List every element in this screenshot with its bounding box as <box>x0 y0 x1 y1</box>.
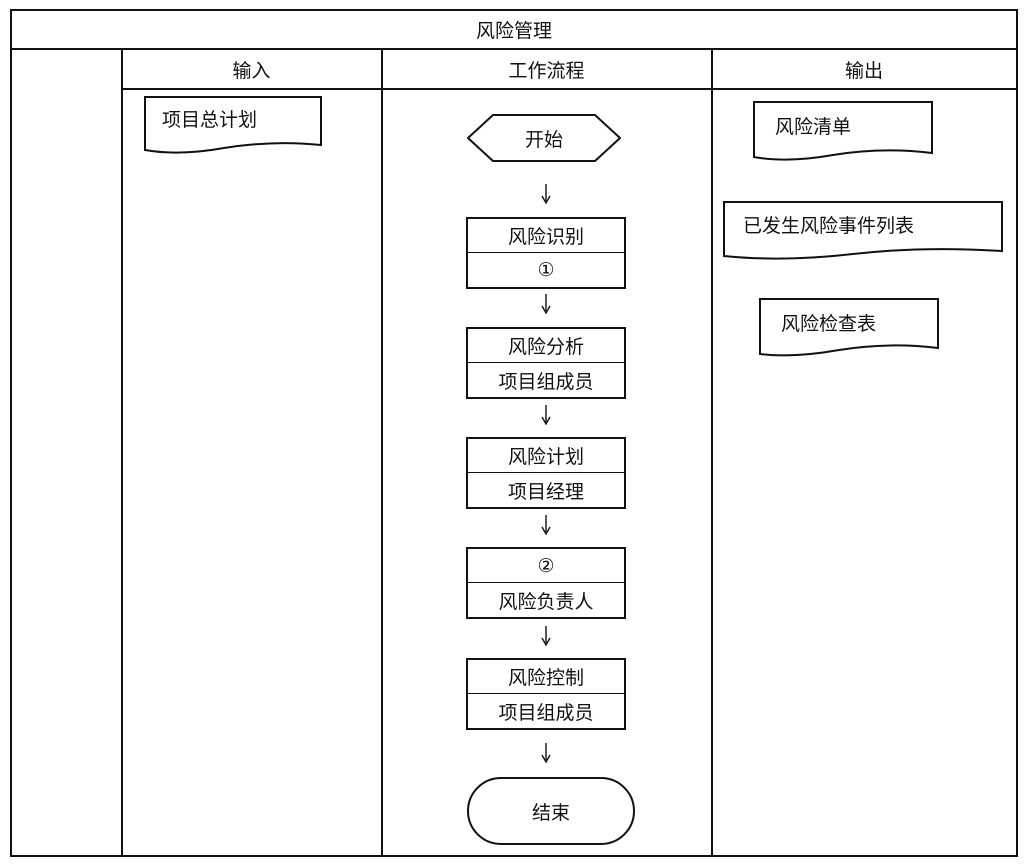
step-name: 风险计划 <box>468 439 624 473</box>
start-label: 开始 <box>524 128 563 151</box>
output-document-label: 已发生风险事件列表 <box>743 214 915 237</box>
output-document-risk-checklist: 风险检查表 <box>759 298 939 360</box>
step-name: ② <box>468 549 624 583</box>
input-document: 项目总计划 <box>144 96 322 156</box>
input-document-label: 项目总计划 <box>162 108 258 131</box>
diagram-title: 风险管理 <box>475 20 552 42</box>
step-role: 项目组成员 <box>498 370 594 393</box>
step-role: 风险负责人 <box>498 590 594 613</box>
output-document-label: 风险清单 <box>775 115 852 138</box>
flow-arrow <box>536 182 556 206</box>
column-header-process: 工作流程 <box>508 59 585 82</box>
step-role: ① <box>537 259 555 281</box>
output-document-risk-list: 风险清单 <box>753 101 933 163</box>
process-step-blank-2: ② 风险负责人 <box>466 547 626 619</box>
column-divider-2 <box>381 48 383 857</box>
process-step-risk-identification: 风险识别 ① <box>466 217 626 289</box>
column-divider-1 <box>121 48 123 857</box>
output-document-occurred-events: 已发生风险事件列表 <box>723 201 1003 263</box>
flow-arrow <box>536 513 556 537</box>
step-name: 风险识别 <box>468 219 624 253</box>
step-role: 项目经理 <box>507 480 584 503</box>
output-document-label: 风险检查表 <box>781 312 877 335</box>
step-name: 风险控制 <box>468 660 624 694</box>
process-step-risk-control: 风险控制 项目组成员 <box>466 658 626 730</box>
flow-arrow <box>536 624 556 648</box>
process-step-risk-planning: 风险计划 项目经理 <box>466 437 626 509</box>
column-divider-3 <box>711 48 713 857</box>
column-header-output: 输出 <box>844 59 883 82</box>
diagram-frame <box>10 9 1018 857</box>
flow-arrow <box>536 741 556 765</box>
title-divider <box>12 48 1016 50</box>
flow-arrow <box>536 403 556 427</box>
flow-arrow <box>536 292 556 316</box>
end-label: 结束 <box>531 801 570 824</box>
start-node: 开始 <box>467 114 621 162</box>
header-divider <box>121 88 1016 90</box>
end-node: 结束 <box>467 777 635 845</box>
column-header-input: 输入 <box>232 59 271 82</box>
process-step-risk-analysis: 风险分析 项目组成员 <box>466 327 626 399</box>
step-name: 风险分析 <box>468 329 624 363</box>
step-role: 项目组成员 <box>498 701 594 724</box>
